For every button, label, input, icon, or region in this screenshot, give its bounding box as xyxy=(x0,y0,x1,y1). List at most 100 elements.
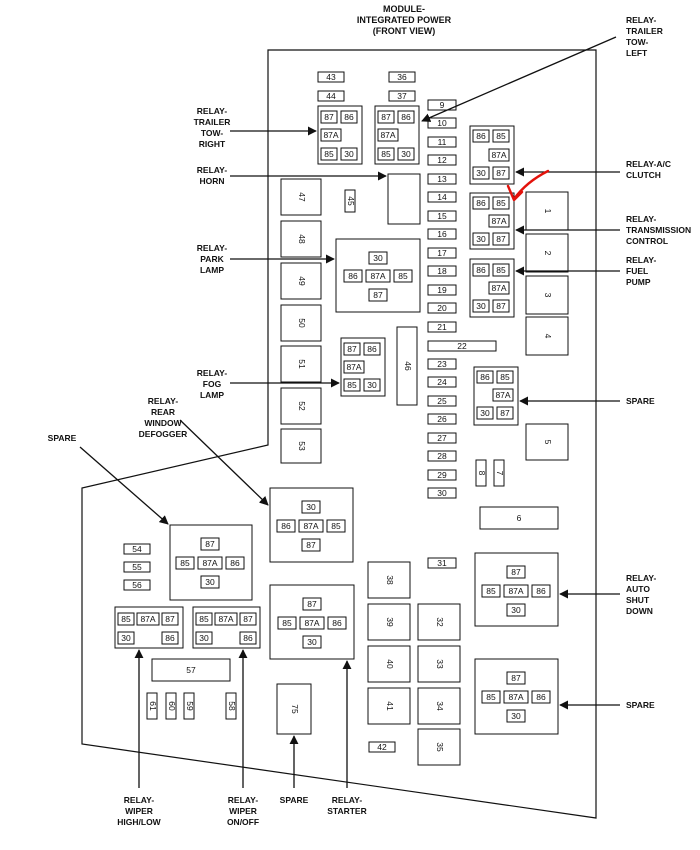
svg-text:85: 85 xyxy=(486,692,496,702)
small-fuse: 11 xyxy=(427,136,457,148)
small-fuse: 23 xyxy=(427,358,457,370)
svg-text:86: 86 xyxy=(243,633,253,643)
small-fuse: 43 xyxy=(317,71,345,83)
svg-text:86: 86 xyxy=(230,558,240,568)
svg-text:30: 30 xyxy=(476,301,486,311)
svg-text:87A: 87A xyxy=(491,283,506,293)
small-fuse: 22 xyxy=(427,340,497,352)
svg-text:57: 57 xyxy=(186,665,196,675)
small-fuse: 21 xyxy=(427,321,457,333)
svg-text:85: 85 xyxy=(398,271,408,281)
svg-text:34: 34 xyxy=(435,701,445,711)
svg-text:LEFT: LEFT xyxy=(626,48,648,58)
svg-text:85: 85 xyxy=(496,198,506,208)
svg-text:87A: 87A xyxy=(202,558,217,568)
svg-text:RELAY-: RELAY- xyxy=(626,573,657,583)
svg-text:26: 26 xyxy=(437,414,447,424)
relay-wiper-on-off: 85 87A 87 30 86 xyxy=(192,606,261,649)
label-park-lamp: RELAY- PARK LAMP xyxy=(197,243,228,275)
svg-text:87A: 87A xyxy=(491,216,506,226)
label-trailer-tow-left: RELAY- TRAILER TOW- LEFT xyxy=(626,15,663,58)
svg-text:55: 55 xyxy=(132,562,142,572)
svg-text:87A: 87A xyxy=(323,130,338,140)
relay-auto-shut-down: 87 85 87A 86 30 xyxy=(474,552,559,627)
svg-text:87: 87 xyxy=(496,301,506,311)
small-fuse: 31 xyxy=(427,557,457,569)
svg-text:33: 33 xyxy=(435,659,445,669)
cartridge-fuse: 40 xyxy=(367,645,411,683)
small-fuse: 30 xyxy=(427,487,457,499)
svg-text:87: 87 xyxy=(347,344,357,354)
svg-text:86: 86 xyxy=(536,692,546,702)
svg-text:RELAY-: RELAY- xyxy=(197,243,228,253)
svg-text:86: 86 xyxy=(344,112,354,122)
label-spare-left: SPARE xyxy=(48,433,77,443)
svg-text:TRANSMISSION: TRANSMISSION xyxy=(626,225,691,235)
svg-text:85: 85 xyxy=(496,131,506,141)
label-fog-lamp: RELAY- FOG LAMP xyxy=(197,368,228,400)
svg-text:22: 22 xyxy=(457,341,467,351)
cartridge-fuse: 6 xyxy=(479,506,559,530)
label-fuel-pump: RELAY- FUEL PUMP xyxy=(626,255,657,287)
svg-text:30: 30 xyxy=(199,633,209,643)
small-fuse: 27 xyxy=(427,432,457,444)
cartridge-fuse: 35 xyxy=(417,728,461,766)
svg-text:41: 41 xyxy=(385,701,395,711)
svg-text:87: 87 xyxy=(511,673,521,683)
svg-text:61: 61 xyxy=(148,701,158,711)
svg-text:43: 43 xyxy=(326,72,336,82)
svg-text:87: 87 xyxy=(373,290,383,300)
svg-text:11: 11 xyxy=(438,137,447,147)
svg-text:20: 20 xyxy=(437,303,447,313)
svg-text:86: 86 xyxy=(165,633,175,643)
svg-text:28: 28 xyxy=(437,451,447,461)
svg-text:TOW-: TOW- xyxy=(626,37,649,47)
svg-text:87A: 87A xyxy=(346,362,361,372)
svg-text:WINDOW: WINDOW xyxy=(144,418,182,428)
svg-text:STARTER: STARTER xyxy=(327,806,367,816)
svg-text:6: 6 xyxy=(517,513,522,523)
svg-text:RELAY-: RELAY- xyxy=(626,255,657,265)
module-outline xyxy=(81,49,597,819)
svg-text:51: 51 xyxy=(297,359,307,369)
svg-text:30: 30 xyxy=(401,149,411,159)
svg-text:8: 8 xyxy=(477,471,487,476)
svg-text:87: 87 xyxy=(381,112,391,122)
label-spare-right: SPARE xyxy=(626,396,655,406)
svg-text:49: 49 xyxy=(297,276,307,286)
svg-text:TRAILER: TRAILER xyxy=(626,26,663,36)
cartridge-fuse: 2 xyxy=(525,233,569,273)
relay-ac-clutch: 86 85 87A 30 87 xyxy=(469,125,515,185)
svg-text:30: 30 xyxy=(511,605,521,615)
svg-text:56: 56 xyxy=(132,580,142,590)
relay-spare-left: 87 85 87A 86 30 xyxy=(169,524,253,601)
svg-text:38: 38 xyxy=(385,575,395,585)
svg-text:85: 85 xyxy=(324,149,334,159)
mini-fuse: 8 xyxy=(475,459,487,487)
svg-text:85: 85 xyxy=(282,618,292,628)
small-fuse: 17 xyxy=(427,247,457,259)
svg-text:87: 87 xyxy=(500,408,510,418)
small-fuse: 13 xyxy=(427,173,457,185)
svg-text:36: 36 xyxy=(397,72,407,82)
svg-text:RELAY-: RELAY- xyxy=(197,165,228,175)
relay-spare-bottom-right: 87 85 87A 86 30 xyxy=(474,658,559,735)
small-fuse: 16 xyxy=(427,228,457,240)
svg-text:5: 5 xyxy=(543,440,553,445)
relay-fuel-pump: 86 85 87A 30 87 xyxy=(469,258,515,318)
svg-text:WIPER: WIPER xyxy=(125,806,153,816)
small-fuse: 28 xyxy=(427,450,457,462)
svg-text:30: 30 xyxy=(476,168,486,178)
svg-text:2: 2 xyxy=(543,251,553,256)
svg-text:FUEL: FUEL xyxy=(626,266,648,276)
label-spare-bottom-right: SPARE xyxy=(626,700,655,710)
small-fuse: 37 xyxy=(388,90,416,102)
cartridge-fuse: 4 xyxy=(525,316,569,356)
svg-text:FOG: FOG xyxy=(203,379,222,389)
svg-text:86: 86 xyxy=(476,131,486,141)
svg-text:3: 3 xyxy=(543,293,553,298)
svg-text:PARK: PARK xyxy=(200,254,224,264)
svg-text:RELAY-: RELAY- xyxy=(197,106,228,116)
svg-text:87: 87 xyxy=(307,599,317,609)
